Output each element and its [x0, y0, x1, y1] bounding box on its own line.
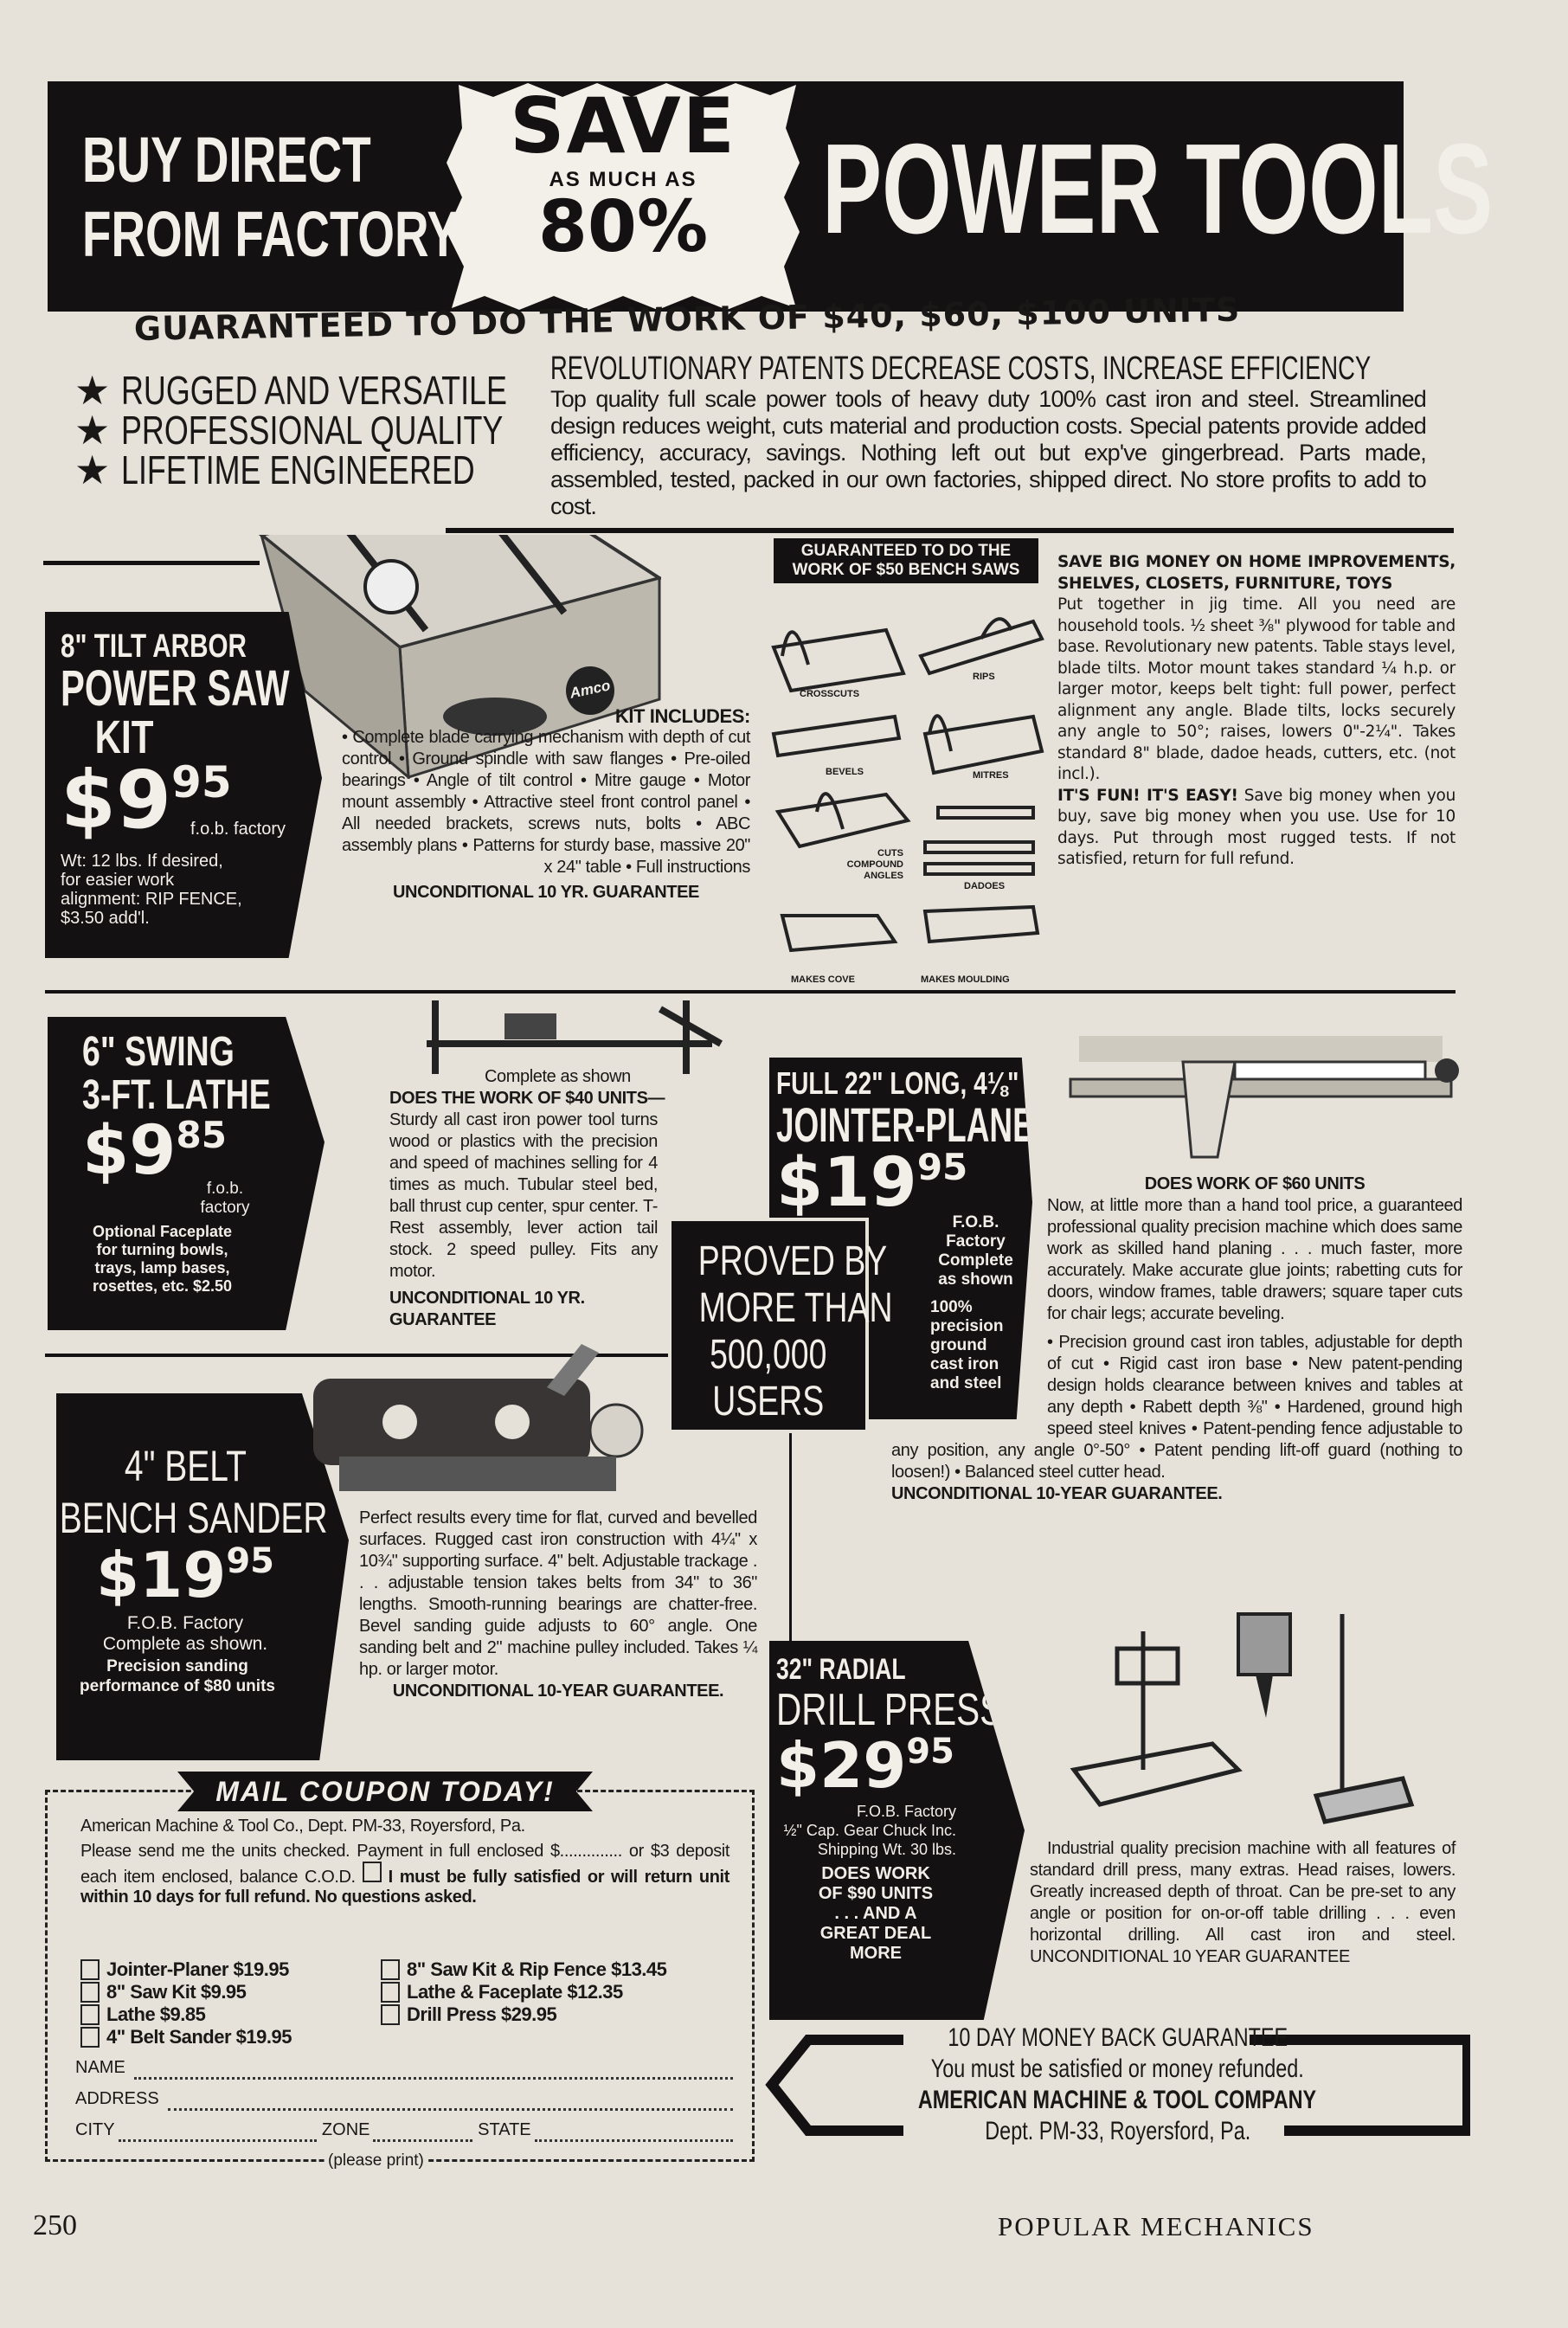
coupon-item[interactable]: 8" Saw Kit & Rip Fence $13.45	[381, 1958, 667, 1981]
coupon-item[interactable]: 4" Belt Sander $19.95	[80, 2026, 292, 2048]
buy-direct-heading: BUY DIRECT FROM FACTORY	[82, 124, 459, 270]
saw-price: $995	[61, 754, 232, 846]
page-number: 250	[33, 2209, 77, 2241]
cut-label: MAKES COVE	[791, 974, 855, 985]
saw-price-box: 8" TILT ARBOR POWER SAW KIT $995 f.o.b. …	[45, 612, 322, 958]
as-much-as-text: AS MUCH AS	[549, 168, 697, 191]
cut-label: RIPS	[973, 672, 995, 682]
header-banner: BUY DIRECT FROM FACTORY SAVE AS MUCH AS …	[48, 81, 1493, 312]
drill-price: $2995	[776, 1729, 954, 1802]
cut-label: DADOES	[964, 881, 1006, 891]
cuts-banner: GUARANTEED TO DO THE WORK OF $50 BENCH S…	[774, 538, 1038, 583]
drill-text-block: Industrial quality precision machine wit…	[1030, 1839, 1456, 1966]
checkbox[interactable]	[381, 2004, 400, 2025]
coupon-item[interactable]: Lathe $9.85	[80, 2003, 292, 2026]
jointer-box-spacer	[891, 1174, 1047, 1430]
star-icon: ★	[74, 447, 122, 492]
lathe-text-block: Complete as shown DOES THE WORK OF $40 U…	[389, 1067, 665, 1329]
home-improvement-block: SAVE BIG MONEY ON HOME IMPROVEMENTS, SHE…	[1057, 553, 1456, 868]
coupon-address: American Machine & Tool Co., Dept. PM-33…	[80, 1817, 525, 1836]
divider	[789, 1433, 792, 1641]
lathe-price: $985	[82, 1112, 227, 1190]
jointer-image	[1069, 1036, 1459, 1159]
checkbox[interactable]	[80, 1982, 100, 2003]
sander-text-block: Perfect results every time for flat, cur…	[359, 1508, 757, 1701]
lathe-price-box: 6" SWING 3-FT. LATHE $985 f.o.b. factory…	[48, 1017, 325, 1330]
coupon-item[interactable]: Jointer-Planer $19.95	[80, 1958, 292, 1981]
checkbox[interactable]	[80, 2027, 100, 2048]
saw-kit-includes: KIT INCLUDES: • Complete blade carrying …	[342, 705, 750, 902]
checkbox[interactable]	[381, 1959, 400, 1980]
star-icon: ★	[74, 368, 122, 413]
percent-text: 80%	[537, 186, 709, 268]
intro-heading: REVOLUTIONARY PATENTS DECREASE COSTS, IN…	[550, 350, 1372, 387]
cut-label: MAKES MOULDING	[921, 974, 1010, 985]
feature-item: ★ LIFETIME ENGINEERED	[74, 447, 475, 492]
jointer-price-box: FULL 22" LONG, 4⅛" JOINTER-PLANER $1995 …	[769, 1058, 1032, 1419]
coupon-items-left: Jointer-Planer $19.95 8" Saw Kit $9.95 L…	[80, 1958, 292, 2048]
intro-block: REVOLUTIONARY PATENTS DECREASE COSTS, IN…	[550, 350, 1427, 520]
coupon-item[interactable]: Lathe & Faceplate $12.35	[381, 1981, 666, 2003]
drill-press-image	[1070, 1612, 1415, 1824]
city-field[interactable]	[118, 2118, 317, 2142]
coupon-banner: MAIL COUPON TODAY!	[177, 1772, 593, 1811]
coupon-item[interactable]: Drill Press $29.95	[381, 2003, 666, 2026]
state-field[interactable]	[534, 2118, 733, 2142]
name-field[interactable]	[133, 2055, 733, 2080]
address-field[interactable]	[167, 2087, 733, 2111]
features-list: ★ RUGGED AND VERSATILE ★ PROFESSIONAL QU…	[74, 370, 616, 490]
mail-coupon[interactable]: MAIL COUPON TODAY! American Machine & To…	[45, 1772, 755, 2171]
save-text: SAVE	[510, 81, 736, 170]
cut-label: CUTS COMPOUND ANGLES	[846, 848, 903, 881]
divider	[45, 990, 1456, 994]
cut-label: CROSSCUTS	[800, 689, 860, 699]
magazine-name: POPULAR MECHANICS	[998, 2211, 1314, 2241]
lathe-image	[427, 1000, 723, 1074]
checkbox[interactable]	[80, 2004, 100, 2025]
coupon-item[interactable]: 8" Saw Kit $9.95	[80, 1981, 292, 2003]
feature-item: ★ RUGGED AND VERSATILE	[74, 368, 507, 413]
checkbox[interactable]	[80, 1959, 100, 1980]
divider	[446, 528, 1454, 533]
cod-checkbox[interactable]	[362, 1862, 382, 1882]
star-icon: ★	[74, 408, 122, 453]
jointer-text-block: DOES WORK OF $60 UNITS Now, at little mo…	[891, 1174, 1462, 1503]
feature-item: ★ PROFESSIONAL QUALITY	[74, 408, 504, 453]
cuts-diagram: GUARANTEED TO DO THE WORK OF $50 BENCH S…	[765, 535, 1047, 992]
arrow-frame	[765, 2035, 1470, 2136]
money-back-guarantee: 10 DAY MONEY BACK GUARANTEE You must be …	[765, 2023, 1470, 2146]
divider	[43, 561, 260, 565]
coupon-items-right: 8" Saw Kit & Rip Fence $13.45 Lathe & Fa…	[381, 1958, 667, 2026]
cut-label: MITRES	[973, 770, 1009, 781]
table-saw-image	[258, 535, 661, 779]
checkbox[interactable]	[381, 1982, 400, 2003]
please-print: (please print)	[325, 2151, 427, 2171]
belt-sander-image	[313, 1344, 644, 1491]
power-tools-heading: POWER TOOLS	[822, 118, 1494, 260]
intro-text: Top quality full scale power tools of he…	[550, 386, 1427, 519]
sander-price: $1995	[96, 1539, 274, 1611]
divider	[45, 1354, 668, 1357]
zone-field[interactable]	[373, 2118, 473, 2142]
cut-label: BEVELS	[826, 767, 864, 777]
starburst-badge	[447, 83, 800, 310]
sander-price-box: 4" BELT BENCH SANDER $1995 F.O.B. Factor…	[56, 1393, 349, 1760]
proved-by-box: PROVED BY MORE THAN 500,000 USERS	[668, 1218, 893, 1433]
jointer-price: $1995	[776, 1144, 968, 1222]
drill-price-box: 32" RADIAL DRILL PRESS $2995 F.O.B. Fact…	[769, 1641, 1025, 2020]
cuts-illustrations	[771, 617, 1044, 953]
